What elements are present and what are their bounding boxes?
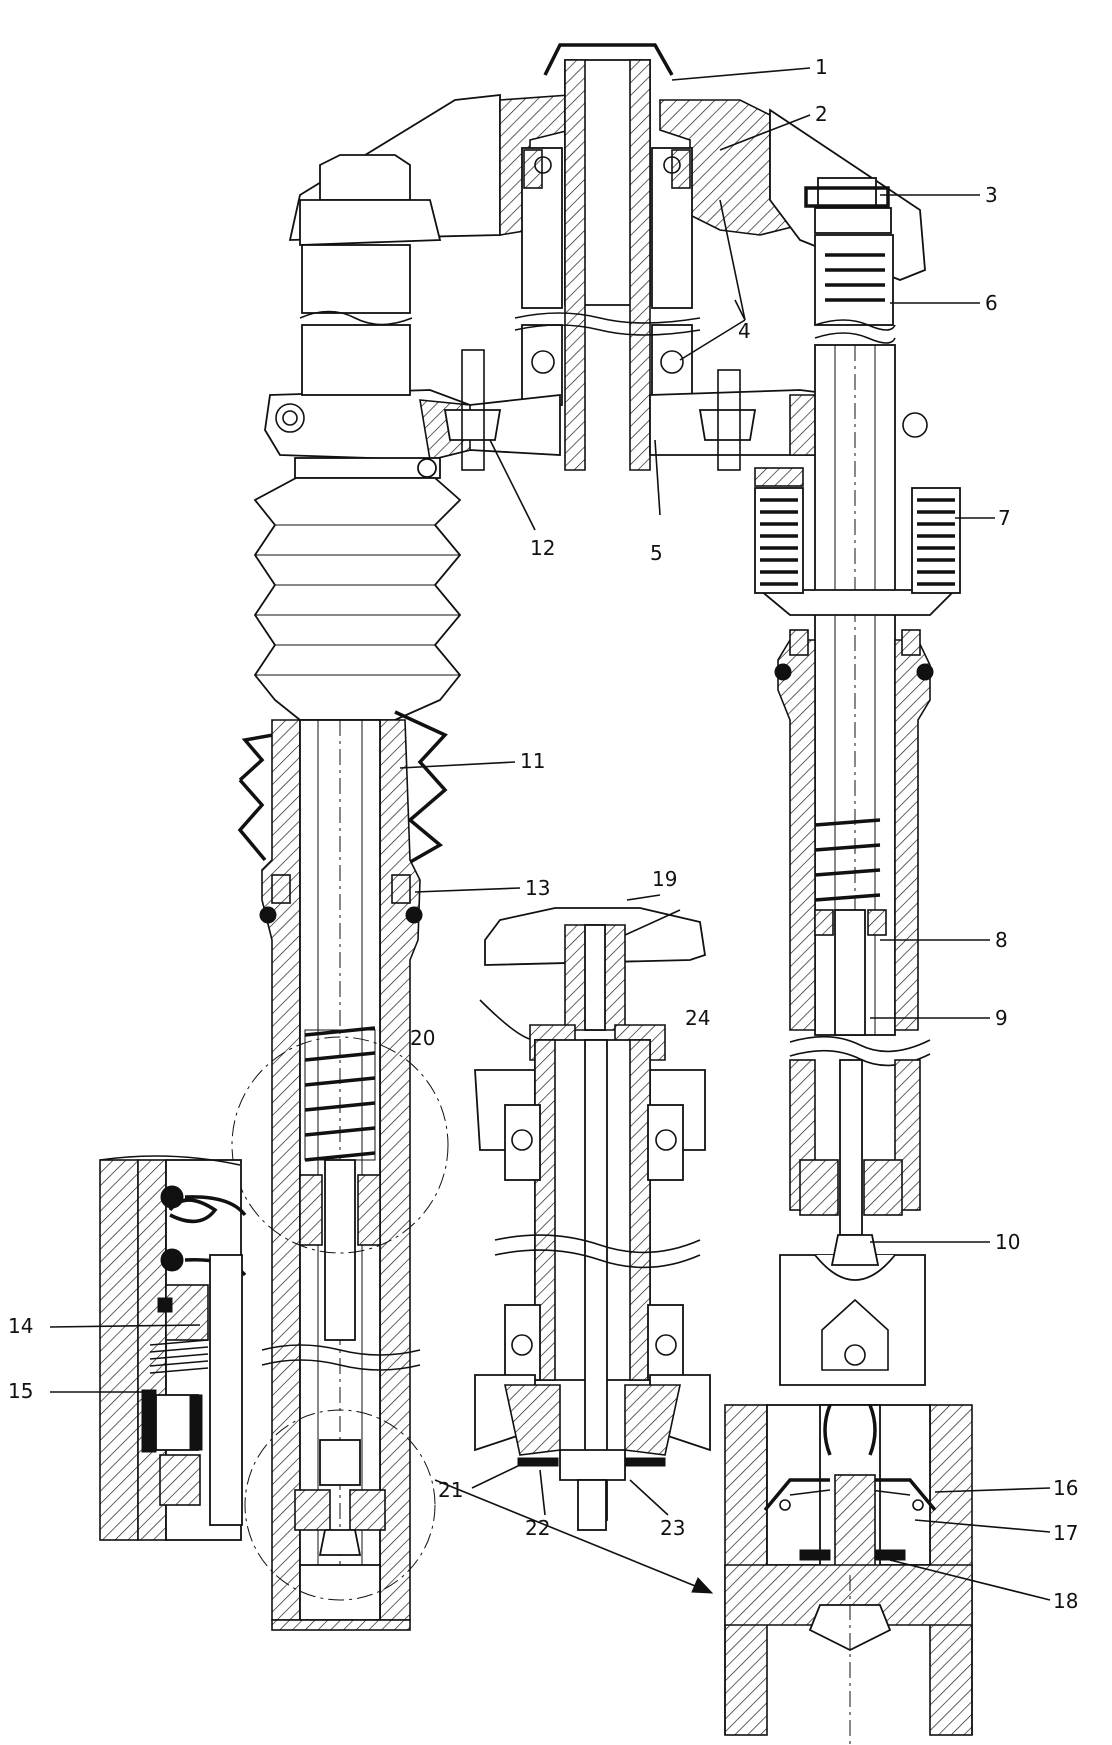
callout-21: 21 xyxy=(438,1478,463,1502)
callout-23: 23 xyxy=(660,1516,685,1540)
detail-inset-left xyxy=(99,1155,247,1541)
callout-13: 13 xyxy=(525,876,550,900)
detail-inset-right xyxy=(724,1404,973,1745)
top-yoke xyxy=(288,93,926,281)
left-fork-leg xyxy=(237,244,462,1631)
callout-12: 12 xyxy=(530,536,555,560)
center-stem-assembly xyxy=(474,907,711,1531)
callout-3: 3 xyxy=(985,183,998,207)
callout-9: 9 xyxy=(995,1006,1008,1030)
fork-spring-right xyxy=(814,818,881,902)
callout-15: 15 xyxy=(8,1379,33,1403)
steering-stem-cap xyxy=(543,43,674,471)
callout-4: 4 xyxy=(738,319,751,343)
fork-gaiter xyxy=(253,477,462,721)
steering-bearing-lower xyxy=(521,324,693,406)
steering-bearing-upper xyxy=(521,147,693,309)
external-spring-right xyxy=(754,467,961,594)
top-spring-right xyxy=(825,253,885,302)
right-fork-leg xyxy=(754,177,961,1386)
callout-7: 7 xyxy=(998,506,1011,530)
callout-5: 5 xyxy=(650,541,663,565)
leader-lines xyxy=(49,67,1051,1601)
callout-10: 10 xyxy=(995,1230,1020,1254)
callout-20: 20 xyxy=(410,1026,435,1050)
callout-1: 1 xyxy=(815,55,828,79)
detail-arrow xyxy=(434,1479,714,1594)
callout-18: 18 xyxy=(1053,1589,1078,1613)
pinch-bolt xyxy=(443,349,757,471)
fork-spring-left xyxy=(304,1026,376,1162)
callout-19: 19 xyxy=(652,867,677,891)
callout-14: 14 xyxy=(8,1314,33,1338)
callout-6: 6 xyxy=(985,291,998,315)
callout-2: 2 xyxy=(815,102,828,126)
callout-11: 11 xyxy=(520,749,545,773)
callout-22: 22 xyxy=(525,1516,550,1540)
callout-24: 24 xyxy=(685,1006,710,1030)
fork-dust-boot xyxy=(238,710,448,867)
callout-17: 17 xyxy=(1053,1521,1078,1545)
callout-16: 16 xyxy=(1053,1476,1078,1500)
callout-8: 8 xyxy=(995,928,1008,952)
callout-labels: 1 2 3 4 5 6 7 8 9 10 11 12 13 14 15 16 1… xyxy=(8,55,1078,1613)
